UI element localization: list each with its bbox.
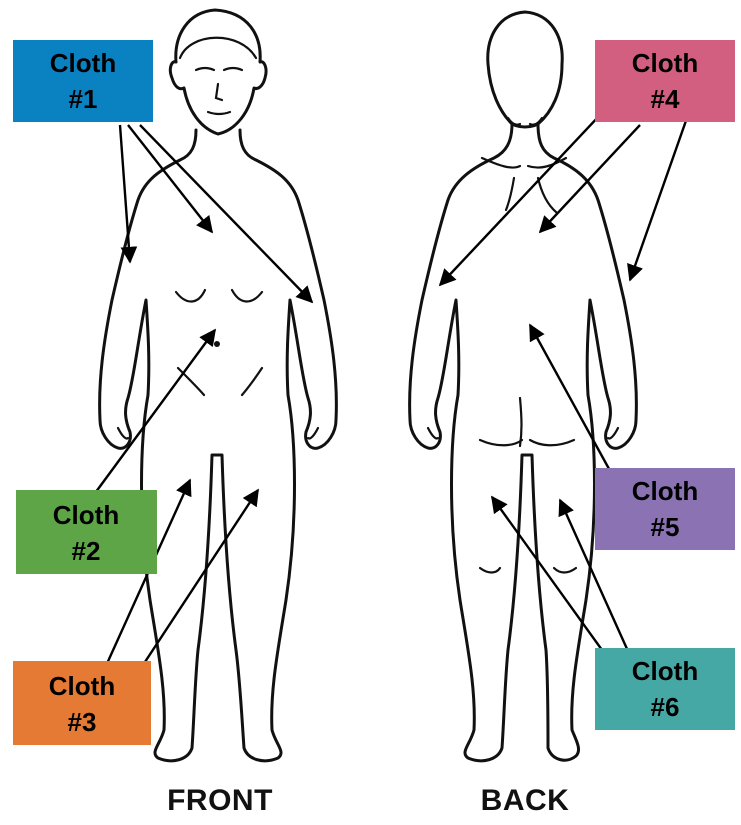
- arrow-cloth-5-lower-back: [530, 325, 614, 478]
- cloth-4-label: Cloth #4: [595, 40, 735, 122]
- cloth-2-line1: Cloth: [53, 500, 119, 530]
- cloth-3-label: Cloth #3: [13, 661, 151, 745]
- arrow-cloth-4-left-arm: [440, 115, 600, 285]
- front-view-label: FRONT: [167, 784, 273, 817]
- cloth-6-line2: #6: [651, 692, 680, 722]
- arrow-cloth-2-abdomen: [90, 330, 215, 500]
- front-figure: [100, 10, 337, 761]
- arrow-cloth-4-right-arm: [630, 115, 688, 280]
- cloth-5-line1: Cloth: [632, 476, 698, 506]
- arrow-cloth-4-upper-back: [540, 125, 640, 232]
- arrow-cloth-1-right-arm: [140, 125, 312, 302]
- arrow-cloth-6-left-leg: [492, 497, 602, 650]
- cloth-4-line1: Cloth: [632, 48, 698, 78]
- cloth-2-line2: #2: [72, 536, 101, 566]
- cloth-5-label: Cloth #5: [595, 468, 735, 550]
- arrow-cloth-1-chest: [128, 125, 212, 232]
- cloth-1-label: Cloth #1: [13, 40, 153, 122]
- cloth-5-line2: #5: [651, 512, 680, 542]
- back-view-label: BACK: [481, 784, 570, 817]
- cloth-2-label: Cloth #2: [16, 490, 157, 574]
- cloth-6-label: Cloth #6: [595, 648, 735, 730]
- cloth-1-line2: #1: [69, 84, 98, 114]
- cloth-1-line1: Cloth: [50, 48, 116, 78]
- cloth-4-line2: #4: [651, 84, 680, 114]
- cloth-3-line1: Cloth: [49, 671, 115, 701]
- cloth-3-line2: #3: [68, 707, 97, 737]
- cloth-6-line1: Cloth: [632, 656, 698, 686]
